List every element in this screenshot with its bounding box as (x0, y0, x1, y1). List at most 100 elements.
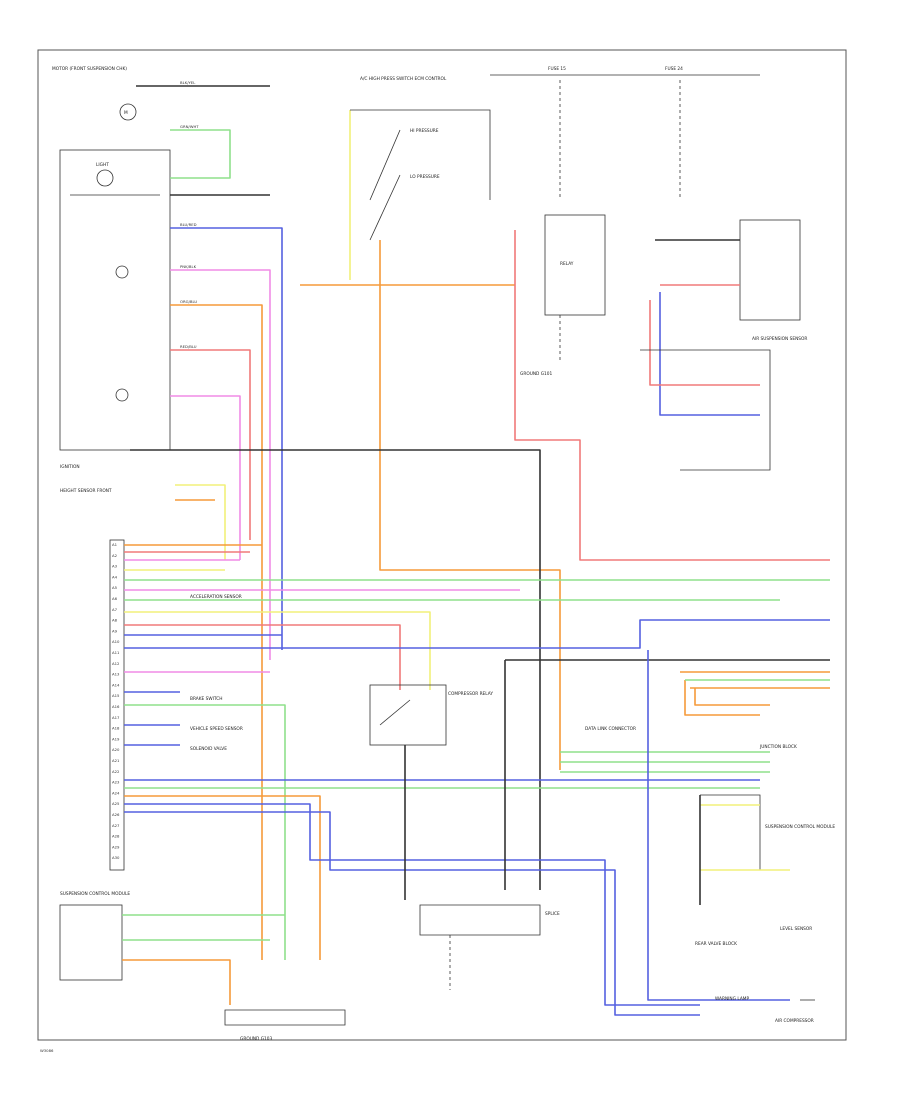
h-orange-796 (124, 795, 321, 960)
wire-black-ignition (130, 449, 541, 890)
label-ecm: A/C HIGH PRESS SWITCH ECM CONTROL (360, 76, 447, 82)
wire-label-4: ORG/BLU (180, 299, 197, 304)
connector-pin: A19 (112, 736, 120, 741)
wire-pink-main (170, 269, 271, 660)
wire-blue-compressor (647, 650, 790, 1001)
wire-red-300 (649, 300, 760, 386)
connector-pin: A12 (112, 661, 120, 666)
label-sensor: AIR SUSPENSION SENSOR (752, 336, 807, 342)
wire-label-1: GRN/WHT (180, 124, 199, 129)
wire-orange-left (170, 304, 263, 960)
label-level-sensor: LEVEL SENSOR (780, 926, 812, 932)
wire-green-top (170, 129, 231, 179)
label-light: LIGHT (96, 162, 109, 168)
label-motor-note: MOTOR (FRONT SUSPENSION CHK) (52, 66, 127, 72)
switch-indicator-1 (115, 265, 129, 279)
connector-pin: A9 (112, 628, 118, 633)
ground-bar (224, 1009, 346, 1026)
connector-pin: A18 (112, 726, 120, 731)
light-lamp-symbol (96, 169, 114, 187)
label-speed: VEHICLE SPEED SENSOR (190, 726, 243, 732)
pressure-box-outline (350, 109, 491, 200)
wire-label-0: BLK/YEL (180, 80, 196, 85)
label-data-link: DATA LINK CONNECTOR (585, 726, 636, 732)
connector-pin: A5 (112, 585, 118, 590)
h-blue-812 (124, 811, 700, 1016)
compressor-relay-box (369, 684, 447, 746)
connector-pin: A3 (112, 564, 118, 569)
wire-orange-960 (122, 959, 231, 1005)
motor-symbol (119, 103, 137, 121)
connector-pins: A1A2A3A4A5A6A7A8A9A10A11A12A13A14A15A16A… (112, 542, 120, 860)
wire-blue-right (659, 292, 760, 416)
connector-pin: A21 (112, 758, 120, 763)
label-ground-bottom: GROUND G103 (240, 1036, 273, 1042)
wire-label-5: RED/BLU (180, 344, 197, 349)
h-green-705 (124, 704, 286, 960)
h-red-625 (124, 624, 401, 690)
connector-pin: A27 (112, 823, 120, 828)
label-fuse-left: FUSE 15 (548, 66, 566, 72)
h-blue-804 (124, 803, 700, 1006)
footer-code: W3086 (40, 1048, 54, 1053)
bottom-left-module (59, 904, 123, 981)
switch-hi-pressure (369, 129, 401, 201)
connector-pin: A13 (112, 672, 120, 677)
connector-pin: A1 (112, 542, 118, 547)
connector-pin: A6 (112, 596, 118, 601)
wire-orange-right-cluster (680, 671, 830, 716)
label-rear-valve: REAR VALVE BLOCK (695, 941, 737, 947)
label-hi-pressure: HI PRESSURE (410, 128, 439, 134)
wire-label-3: PNK/BLK (180, 264, 197, 269)
connector-pin: A14 (112, 682, 120, 687)
relay-top-box (544, 214, 606, 316)
connector-pin: A17 (112, 715, 120, 720)
relay-contact (379, 699, 411, 726)
wire-green-cluster (560, 751, 770, 773)
switch-indicator-2 (115, 388, 129, 402)
connector-pin: A10 (112, 639, 120, 644)
connector-pin: A2 (112, 553, 118, 558)
wire-label-2: BLU/RED (180, 222, 197, 227)
connector-pin: A7 (112, 607, 118, 612)
label-ground-mid: GROUND G101 (520, 371, 553, 377)
splice-box (419, 904, 541, 936)
connector-pin: A28 (112, 834, 120, 839)
label-junction: JUNCTION BLOCK (759, 744, 797, 750)
connector-pin: A30 (112, 855, 120, 860)
connector-pin: A24 (112, 790, 120, 795)
suspension-switch-box (739, 219, 801, 321)
h-blue-648 (124, 619, 830, 649)
wire-blue-main (170, 227, 283, 650)
wire-red-left (170, 349, 251, 540)
label-fuse-right: FUSE 24 (665, 66, 683, 72)
label-lo-pressure: LO PRESSURE (410, 174, 440, 180)
connector-pin: A8 (112, 618, 118, 623)
label-brake: BRAKE SWITCH (190, 696, 222, 702)
motor-m: M (124, 110, 128, 116)
connector-pin: A20 (112, 747, 120, 752)
label-solenoid: SOLENOID VALVE (190, 746, 227, 752)
connector-pin: A29 (112, 844, 120, 849)
label-compressor-relay: COMPRESSOR RELAY (448, 691, 493, 697)
left-switch-module (59, 149, 171, 451)
connector-pin: A25 (112, 801, 120, 806)
label-warning: WARNING LAMP (715, 996, 749, 1002)
connector-pin: A26 (112, 812, 120, 817)
label-accel: ACCELERATION SENSOR (190, 594, 242, 600)
label-relay: RELAY (560, 261, 574, 267)
label-control-unit: SUSPENSION CONTROL MODULE (765, 824, 835, 830)
switch-lo-pressure (369, 174, 401, 241)
connector-pin: A15 (112, 693, 120, 698)
label-compressor: AIR COMPRESSOR (775, 1018, 814, 1024)
connector-pin: A16 (112, 704, 120, 709)
h-yellow-612 (124, 611, 431, 690)
control-unit-bracket (700, 794, 761, 870)
wire-orange-center (379, 240, 561, 770)
wire-pink-lower (170, 395, 241, 560)
wire-black-350 (640, 349, 771, 471)
connector-pin: A23 (112, 780, 120, 785)
wire-yellow-485 (175, 484, 226, 560)
